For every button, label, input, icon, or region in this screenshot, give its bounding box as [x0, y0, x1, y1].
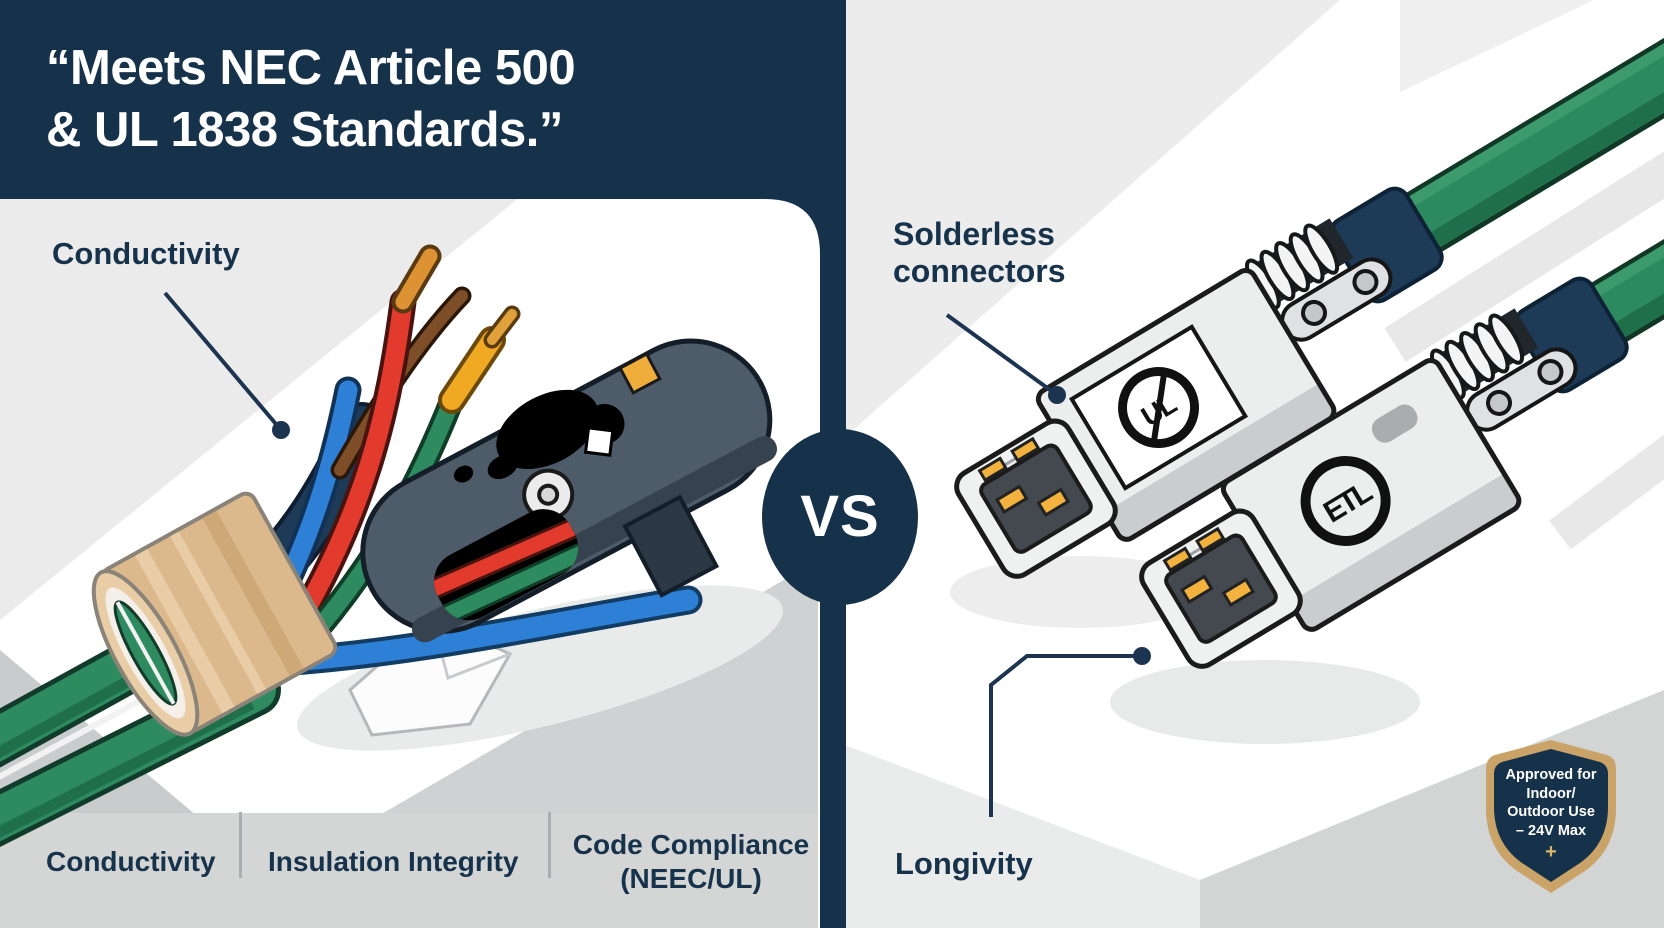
- spring-coil: [1488, 313, 1525, 365]
- plug-opening: [1164, 533, 1278, 644]
- cable-shade: [1419, 4, 1664, 254]
- leader-dot-conductivity: [272, 421, 290, 439]
- plus-icon: +: [1545, 841, 1557, 864]
- yellow-ferrule: [442, 330, 502, 410]
- cable-shadow-band-1: [1384, 151, 1664, 362]
- clamp-pivot: [1537, 359, 1564, 386]
- crimp-tool-illustration: [360, 338, 777, 643]
- copper-nub: [487, 309, 517, 345]
- banner-and-divider-bar: [0, 0, 846, 928]
- banner-quote-line1: “Meets NEC Article 500: [46, 41, 576, 95]
- red-wire-notch: [423, 516, 586, 600]
- tool-gold-contact: [618, 351, 662, 395]
- right-corner-wedge: [1400, 0, 1594, 92]
- gold-pin: [1179, 574, 1214, 604]
- connector2-shadow: [1110, 660, 1420, 744]
- right-gray-wedge: [845, 0, 1340, 437]
- wrap-band: [91, 491, 338, 737]
- ul-logo-slash: [1151, 373, 1167, 440]
- callout-solderless-line2: connectors: [893, 252, 1066, 289]
- leader-line-conductivity: [163, 291, 283, 432]
- gold-pad: [1195, 526, 1226, 553]
- wires-in-notch: [423, 514, 589, 628]
- etl-logo-circle: [1300, 455, 1391, 546]
- vs-circle: [762, 429, 918, 605]
- approval-badge-text: Approved for Indoor/ Outdoor Use – 24V M…: [1490, 766, 1612, 862]
- badge-line3: Outdoor Use: [1507, 804, 1595, 821]
- copper-tip: [395, 248, 438, 310]
- green-wire-notch: [437, 538, 589, 625]
- callout-conductivity: Conductivity: [52, 236, 240, 271]
- cable-strand-shade: [0, 699, 255, 838]
- spring-coil: [1303, 223, 1340, 275]
- gold-pin: [994, 484, 1029, 514]
- feature-code-compliance-line2: (NEEC/UL): [620, 863, 762, 895]
- banner-quote: “Meets NEC Article 500 & UL 1838 Standar…: [46, 38, 786, 161]
- plug-opening: [979, 443, 1093, 554]
- feature-conductivity: Conductivity: [46, 846, 216, 877]
- feature-divider: [239, 812, 242, 878]
- spliced-cable-illustration: [0, 244, 783, 848]
- connector-slot: [1371, 404, 1418, 443]
- tool-notch-tiny: [453, 465, 474, 483]
- leader-line-solderless: [945, 313, 1059, 397]
- callout-longivity: Longivity: [895, 846, 1033, 881]
- right-box-face-left: [845, 745, 1200, 928]
- connector-body-shade: [1291, 474, 1521, 633]
- callout-solderless: Solderless connectors: [893, 216, 1065, 290]
- tool-notch-small: [487, 454, 518, 480]
- leader-dot-longivity: [1133, 647, 1151, 665]
- connector-etl-illustration: ETL: [1139, 52, 1664, 669]
- gold-pad: [977, 456, 1008, 483]
- tool-rivet-center: [537, 483, 560, 506]
- connector-body-shade: [1106, 384, 1336, 543]
- left-bottom-band: [0, 813, 818, 928]
- clamp-pivot: [1486, 389, 1513, 416]
- callout-solderless-line1: Solderless: [893, 216, 1055, 252]
- badge-line2: Indoor/: [1526, 785, 1576, 802]
- solderless-connectors-illustration: ETL: [950, 0, 1664, 744]
- cable-shadow-band-2: [1549, 434, 1664, 550]
- leader-lines: [163, 291, 1142, 817]
- connector-ul-illustration: UL: [954, 0, 1664, 579]
- bright-blue-wire: [269, 589, 699, 673]
- feature-insulation-integrity: Insulation Integrity: [268, 846, 519, 877]
- cable-highlight: [1398, 0, 1664, 213]
- wrap-stripe: [202, 510, 304, 676]
- gold-pad: [1162, 546, 1193, 573]
- approval-badge: [1486, 740, 1616, 893]
- gold-pad: [1010, 436, 1041, 463]
- vs-label: VS: [800, 484, 880, 549]
- gold-pin: [1221, 577, 1256, 608]
- feature-divider: [548, 812, 551, 878]
- leader-dot-solderless: [1048, 386, 1066, 404]
- gold-pin: [1036, 487, 1071, 518]
- clamp-pivot: [1352, 269, 1379, 296]
- wrap-stripe: [170, 531, 267, 694]
- feature-code-compliance: Code Compliance (NEEC/UL): [566, 828, 816, 896]
- badge-line1: Approved for: [1505, 767, 1597, 783]
- feature-code-compliance-line1: Code Compliance: [572, 829, 810, 860]
- badge-line4: – 24V Max: [1515, 822, 1587, 839]
- clamp-pivot: [1301, 299, 1328, 326]
- banner-quote-line2: & UL 1838 Standards.”: [46, 102, 563, 157]
- tool-notch-blob: [496, 389, 599, 470]
- tool-die-window: [583, 426, 615, 457]
- red-wire: [290, 292, 413, 630]
- wrap-cap-gap: [115, 601, 176, 705]
- leader-line-longivity: [989, 654, 1142, 817]
- tool-foot: [622, 494, 720, 598]
- wrap-stripe: [135, 549, 235, 714]
- shield-icon: [1494, 749, 1608, 882]
